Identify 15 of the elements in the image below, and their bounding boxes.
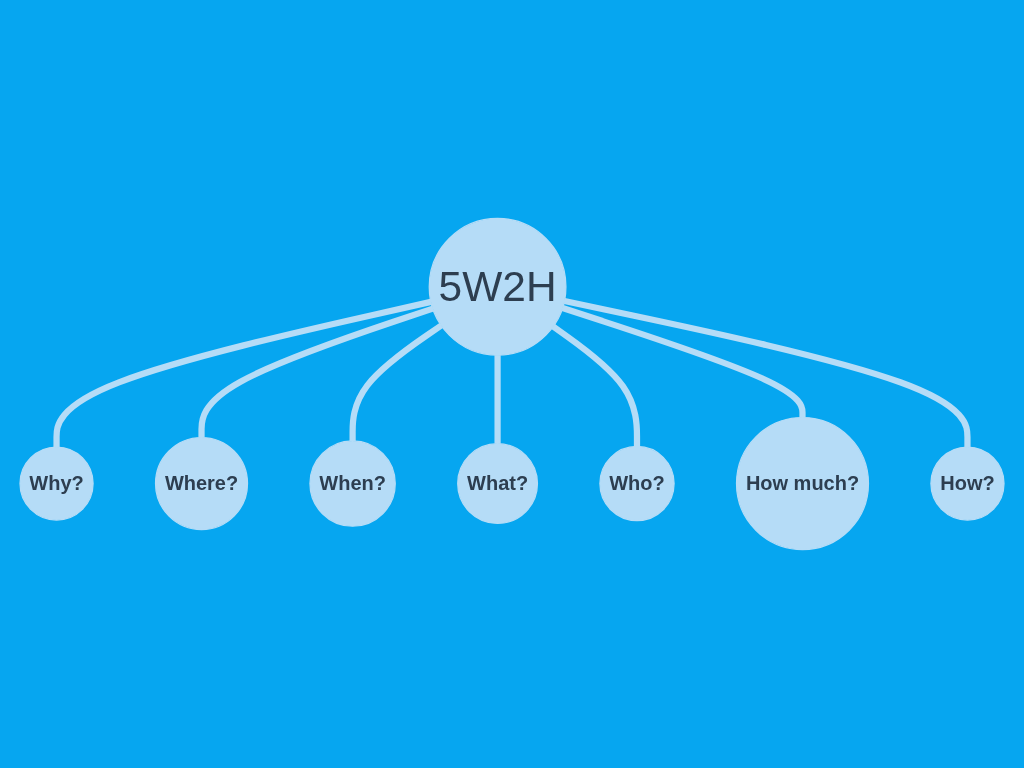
connector [494,355,501,444]
connector [551,324,641,447]
node-circle: What? [457,443,539,525]
connector [563,297,971,447]
node-circle: Where? [154,436,249,531]
node-circle: How? [930,446,1005,521]
connector [198,305,434,438]
connector [349,322,443,441]
node-circle: Who? [599,445,675,522]
connector [53,298,432,447]
node-circle: How much? [735,416,870,551]
node-circle: Why? [19,446,94,521]
node-circle: When? [309,440,396,527]
node-circle: 5W2H [428,217,567,356]
connector [561,305,806,418]
